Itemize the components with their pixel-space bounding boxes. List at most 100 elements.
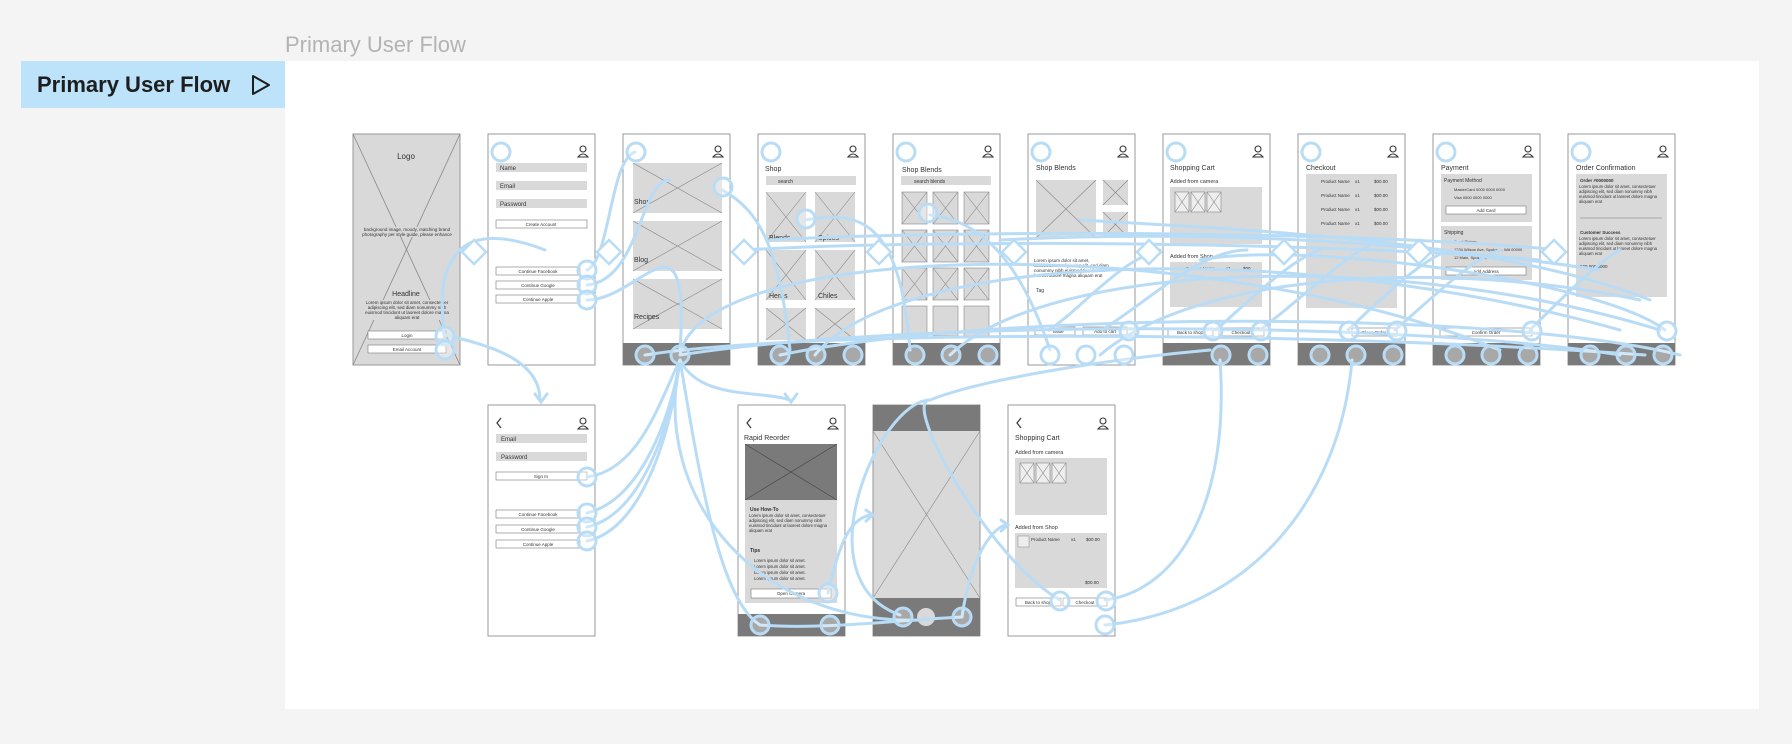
search-input[interactable]	[766, 176, 856, 185]
splash-body: Lorem ipsum dolor sit amet, consectetuer…	[364, 300, 450, 320]
blend-detail-title: Shop Blends	[1036, 165, 1076, 172]
email-account-button-label: Email Account	[393, 347, 422, 352]
primary-user-flow-button[interactable]: Primary User Flow	[21, 61, 285, 108]
name-field[interactable]	[496, 163, 587, 172]
flow-button-label: Primary User Flow	[37, 71, 231, 97]
email-account-button[interactable]	[367, 344, 447, 354]
screen-rapid-reorder: Rapid Reorder Use How-To Lorem ipsum dol…	[737, 404, 846, 637]
email-field-label: Email	[501, 437, 516, 443]
back-to-shop-label: Back to shop	[1025, 600, 1052, 605]
confirmation-title: Order Confirmation	[1576, 165, 1636, 172]
chevron-left-icon[interactable]	[496, 417, 502, 429]
add-card-label: Add Card	[1476, 208, 1496, 213]
address-option[interactable]: 1234 Wilson Ave, Spokane, WA 00000	[1454, 247, 1523, 252]
screen-splash: Logo background image, moody, matching b…	[352, 133, 461, 366]
category-chiles: Chiles	[818, 293, 838, 300]
continue-google-label: Continue Google	[521, 527, 555, 532]
back-to-shop-label: Back to shop	[1177, 330, 1204, 335]
create-account-button[interactable]	[495, 219, 588, 229]
payment-title: Payment	[1441, 165, 1469, 172]
from-shop-label: Added from Shop	[1015, 525, 1058, 531]
blog-tile-label: Blog	[634, 257, 648, 264]
cart-item-name: Product Name	[1031, 537, 1060, 542]
continue-google-label: Continue Google	[521, 283, 555, 288]
add-card-button[interactable]	[1445, 205, 1527, 215]
howto-body: Lorem ipsum dolor sit amet, consectetuer…	[749, 513, 827, 533]
continue-facebook-button[interactable]	[495, 266, 581, 276]
tips-label: Tips	[750, 548, 760, 554]
checkout-label: Checkout	[1231, 330, 1251, 335]
splash-headline: Headline	[392, 291, 420, 298]
tip-item: Lorem ipsum dolor sit amet.	[754, 564, 806, 569]
shop-tile-label: Shop	[634, 199, 650, 206]
continue-apple-label: Continue Apple	[523, 542, 554, 547]
screen-login: Email Password Sign In Continue Facebook…	[487, 404, 596, 637]
tip-item: Lorem ipsum dolor sit amet.	[754, 558, 806, 563]
svg-text:x1: x1	[1355, 207, 1360, 212]
chevron-left-icon[interactable]	[746, 417, 752, 429]
card-option[interactable]: MasterCard 0000 0000 0000	[1454, 187, 1506, 192]
cart-total: $00.00	[1085, 580, 1099, 585]
email-field[interactable]	[496, 181, 587, 190]
splash-logo: Logo	[397, 152, 415, 161]
back-to-shop-button[interactable]	[1015, 597, 1062, 607]
tip-item: Lorem ipsum dolor sit amet.	[754, 576, 806, 581]
category-herbs: Herbs	[769, 293, 788, 300]
search-placeholder: search blends	[914, 179, 946, 185]
cart-item-price: $00.00	[1086, 537, 1100, 542]
confirmation-body: Lorem ipsum dolor sit amet, consectetuer…	[1579, 184, 1657, 204]
continue-google-button[interactable]	[495, 280, 581, 290]
checkout-title: Checkout	[1306, 165, 1336, 172]
svg-text:Product Name: Product Name	[1321, 179, 1350, 184]
svg-text:Product Name: Product Name	[1321, 193, 1350, 198]
tab-bar	[1163, 343, 1270, 365]
continue-facebook-label: Continue Facebook	[518, 269, 558, 274]
sign-in-label: Sign In	[534, 474, 549, 479]
card-option[interactable]: Visa 0000 0000 0000	[1454, 195, 1493, 200]
prototype-connectors	[440, 150, 1682, 628]
reorder-title: Rapid Reorder	[744, 435, 790, 442]
continue-facebook-label: Continue Facebook	[518, 512, 558, 517]
continue-apple-label: Continue Apple	[523, 297, 554, 302]
shop-title: Shop	[765, 166, 781, 173]
svg-text:$00.00: $00.00	[1374, 221, 1388, 226]
recipes-tile[interactable]	[632, 278, 723, 330]
password-field-label: Password	[501, 455, 527, 461]
password-field[interactable]	[496, 452, 587, 461]
search-input[interactable]	[901, 176, 991, 185]
shutter-button[interactable]	[917, 608, 935, 626]
chevron-left-icon[interactable]	[1016, 417, 1022, 429]
blog-tile[interactable]	[632, 220, 723, 272]
quantity-value: Value	[1052, 329, 1064, 334]
create-account-label: Create Account	[526, 222, 558, 227]
confirm-order-label: Confirm Order	[1472, 330, 1501, 335]
customer-success-body: Lorem ipsum dolor sit amet, consectetuer…	[1579, 236, 1657, 256]
play-icon[interactable]	[251, 74, 271, 96]
continue-google-button[interactable]	[495, 524, 581, 534]
from-shop-label: Added from Shop	[1170, 254, 1213, 260]
checkout-button[interactable]	[1062, 597, 1108, 607]
search-placeholder: search	[778, 179, 793, 185]
svg-text:$00.00: $00.00	[1374, 207, 1388, 212]
password-field[interactable]	[496, 199, 587, 208]
customer-success-label: Customer Success	[1580, 230, 1621, 235]
svg-text:Product Name: Product Name	[1321, 207, 1350, 212]
support-phone[interactable]: 509.000.0000	[1580, 264, 1608, 269]
continue-facebook-button[interactable]	[495, 509, 581, 519]
continue-apple-button[interactable]	[495, 294, 581, 304]
name-field-label: Name	[500, 166, 517, 172]
login-button-label: Login	[401, 333, 413, 338]
cart-title: Shopping Cart	[1170, 165, 1215, 172]
email-field[interactable]	[496, 434, 587, 443]
hotspot-markers[interactable]	[434, 141, 1678, 636]
checkout-label: Checkout	[1075, 600, 1095, 605]
screen-shop-blends: Shop Blends search blends	[892, 133, 1001, 366]
screen-camera	[872, 404, 981, 637]
blend-tag: Tag	[1036, 288, 1044, 294]
tip-item: Lorem ipsum dolor sit amet.	[754, 570, 806, 575]
splash-bg-caption: background image, moody, matching brand …	[362, 227, 452, 237]
recipes-tile-label: Recipes	[634, 314, 660, 321]
shipping-label: Shipping	[1444, 230, 1464, 236]
payment-method-label: Payment Method	[1444, 178, 1482, 184]
